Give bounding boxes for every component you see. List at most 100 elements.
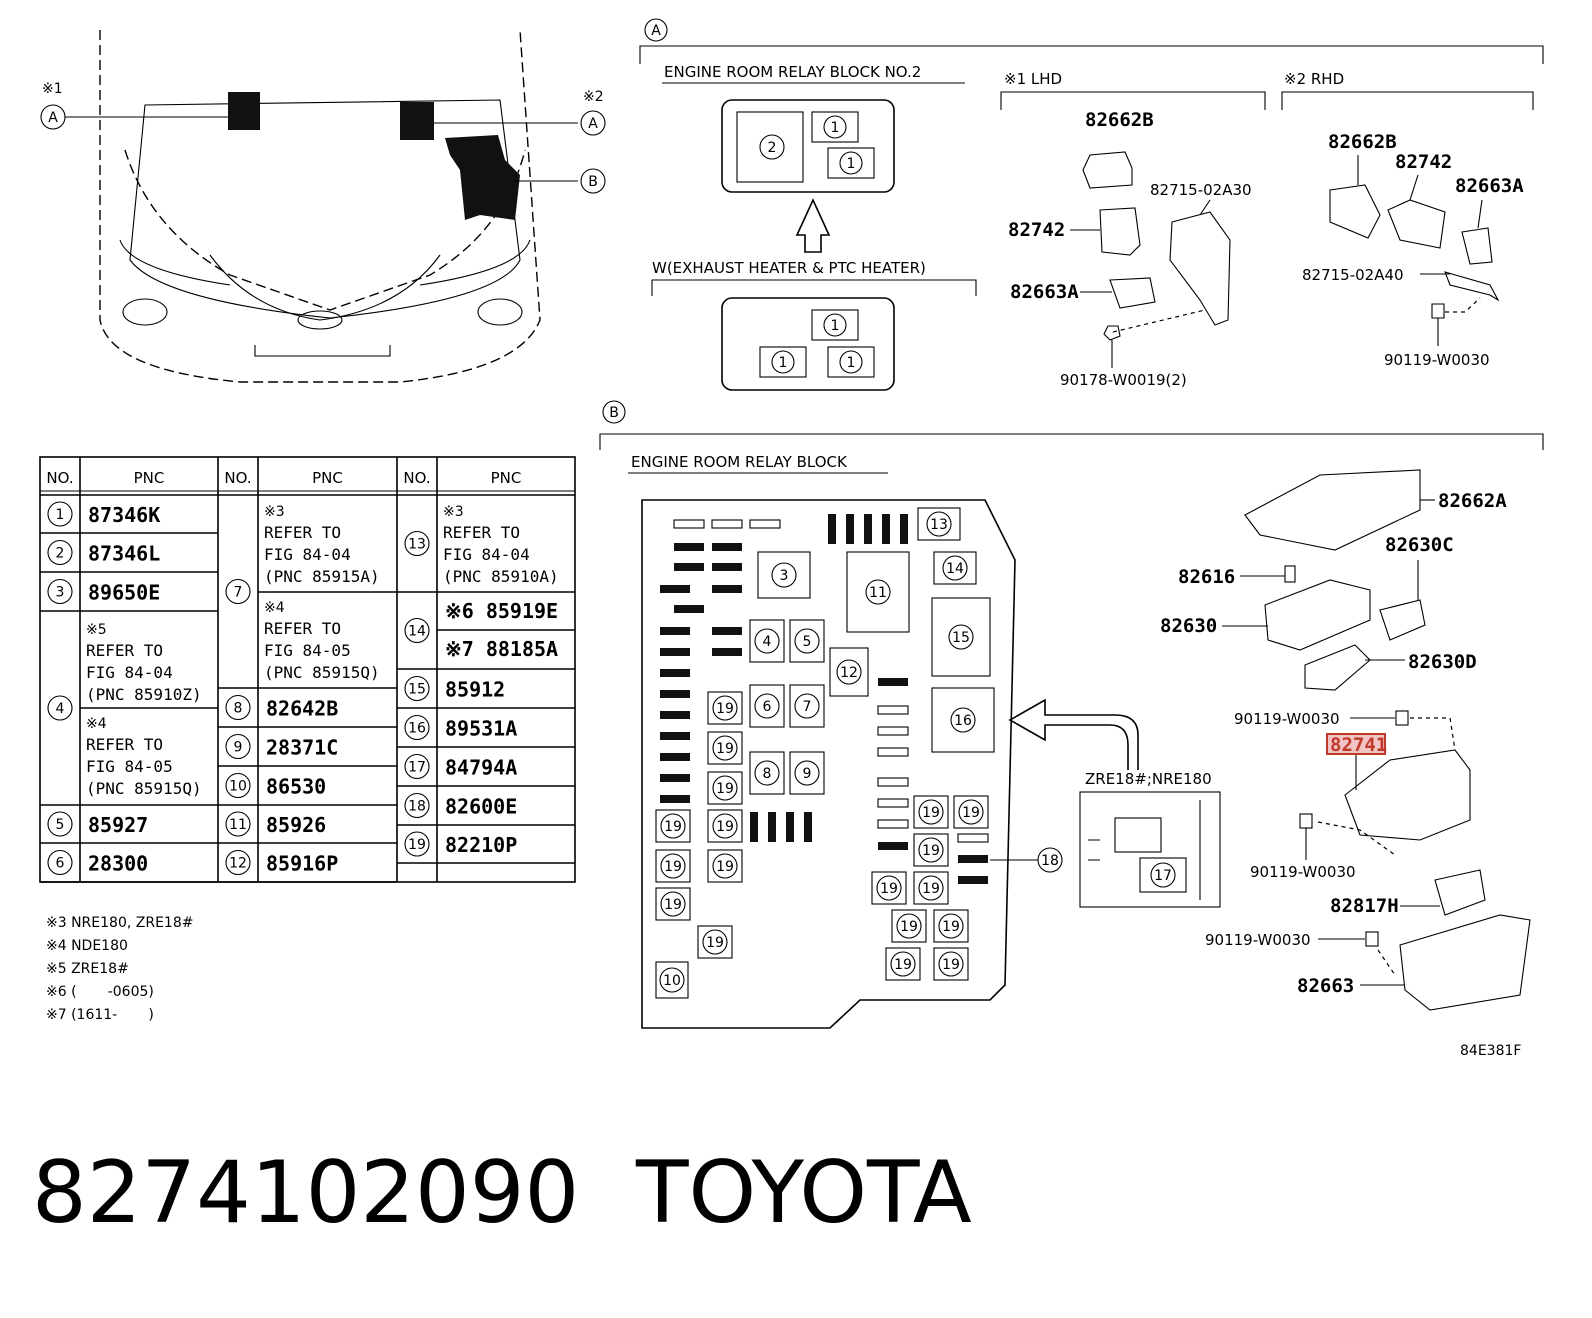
table-header: PNC xyxy=(134,469,165,487)
slot-5: 5 xyxy=(789,619,825,663)
slot-13: 13 xyxy=(917,507,961,541)
svg-text:90119-W0030: 90119-W0030 xyxy=(1205,931,1311,949)
number-label: 7 xyxy=(803,699,812,715)
slot-number: 3 xyxy=(771,562,797,588)
notes: ※3 NRE180, ZRE18# ※4 NDE180 ※5 ZRE18# ※6… xyxy=(46,915,193,1023)
number-label: 4 xyxy=(56,701,65,717)
note-line: ※5 ZRE18# xyxy=(46,961,129,977)
slot-number: 7 xyxy=(794,693,820,719)
number-label: 19 xyxy=(716,701,734,717)
pnc-value: 89650E xyxy=(88,581,160,605)
number-label: 4 xyxy=(763,634,772,650)
pnc-value: 82210P xyxy=(445,833,517,857)
pnc-value: 87346L xyxy=(88,542,160,566)
slot-number: 19 xyxy=(660,891,686,917)
number-label: 19 xyxy=(664,897,682,913)
number-label: 14 xyxy=(408,624,426,640)
table-row: 10 86530 xyxy=(218,772,397,806)
number-label: 19 xyxy=(664,819,682,835)
svg-text:82715-02A40: 82715-02A40 xyxy=(1302,266,1404,284)
slot-19: 19 xyxy=(933,909,969,943)
number-label: 18 xyxy=(408,799,426,815)
table-row: 3 89650E xyxy=(40,578,218,612)
pnc-value: 86530 xyxy=(266,775,326,799)
slot-9: 9 xyxy=(789,751,825,795)
number-label: 19 xyxy=(894,957,912,973)
slot-number: 9 xyxy=(794,760,820,786)
slot-19: 19 xyxy=(933,947,969,981)
part-number: 8274102090 xyxy=(32,1143,579,1243)
section-b: B ENGINE ROOM RELAY BLOCK xyxy=(599,400,1544,1059)
reference-text: FIG 84-05 xyxy=(264,641,351,660)
svg-text:82742: 82742 xyxy=(1008,219,1065,241)
number-label: 11 xyxy=(229,817,247,833)
slot-number: 19 xyxy=(712,775,738,801)
number-label: 7 xyxy=(234,585,243,601)
number-label: 15 xyxy=(408,682,426,698)
reference-text: (PNC 85915Q) xyxy=(86,779,202,798)
reference-text: (PNC 85910A) xyxy=(443,567,559,586)
callout-a-left xyxy=(40,104,66,130)
slot-number: 17 xyxy=(1150,862,1176,888)
slot-6: 6 xyxy=(749,684,785,728)
slot-19: 19 xyxy=(913,871,949,905)
slot-number: 6 xyxy=(754,693,780,719)
slot-4: 4 xyxy=(749,619,785,663)
table-row: 19 82210P xyxy=(397,831,575,864)
svg-text:90178-W0019(2): 90178-W0019(2) xyxy=(1060,371,1187,389)
note-line: ※4 NDE180 xyxy=(46,938,128,954)
slot-number: 19 xyxy=(938,913,964,939)
slot-19: 19 xyxy=(707,691,743,725)
svg-text:1: 1 xyxy=(831,318,840,334)
reference-text: ※4 xyxy=(86,716,107,732)
slot-number: 19 xyxy=(890,951,916,977)
callout-b xyxy=(580,168,606,194)
exploded-parts: 82662A 82630C 82616 82630 82630D 90119-W… xyxy=(1160,469,1531,1011)
row-number: 9 xyxy=(225,733,251,760)
slot-19: 19 xyxy=(885,947,921,981)
slot-19: 19 xyxy=(913,795,949,829)
svg-text:1: 1 xyxy=(847,156,856,172)
number-label: 5 xyxy=(56,817,65,833)
callout-a-right xyxy=(580,110,606,136)
table-header: NO. xyxy=(403,469,430,487)
svg-text:82630D: 82630D xyxy=(1408,651,1477,673)
svg-text:82662B: 82662B xyxy=(1085,109,1154,131)
slot-14: 14 xyxy=(933,551,977,585)
slot-18: 18 xyxy=(990,847,1063,873)
highlight-part[interactable] xyxy=(1326,733,1386,755)
number-label: 19 xyxy=(922,843,940,859)
svg-text:82630C: 82630C xyxy=(1385,534,1454,556)
number-label: 19 xyxy=(706,935,724,951)
svg-text:82715-02A30: 82715-02A30 xyxy=(1150,181,1252,199)
number-label: 10 xyxy=(229,779,247,795)
note2-label: ※2 xyxy=(583,89,604,105)
slot-number: 19 xyxy=(958,799,984,825)
slot-17: 17 xyxy=(1139,857,1187,893)
pnc-value: 82600E xyxy=(445,795,517,819)
svg-text:82662B: 82662B xyxy=(1328,131,1397,153)
pnc-value: ※6 85919E xyxy=(445,599,558,623)
slot-number: 12 xyxy=(836,659,862,685)
number-label: 19 xyxy=(942,919,960,935)
slot-16: 16 xyxy=(931,687,995,753)
slot-19: 19 xyxy=(707,849,743,883)
slot-10: 10 xyxy=(655,961,689,999)
number-label: 19 xyxy=(716,741,734,757)
row-number: 3 xyxy=(47,578,73,605)
slot-11: 11 xyxy=(846,551,910,633)
slot-number: 11 xyxy=(865,579,891,605)
row-number: 6 xyxy=(47,849,73,876)
row-number: 19 xyxy=(404,831,430,857)
svg-text:A: A xyxy=(588,116,598,132)
reference-text: FIG 84-04 xyxy=(86,663,173,682)
